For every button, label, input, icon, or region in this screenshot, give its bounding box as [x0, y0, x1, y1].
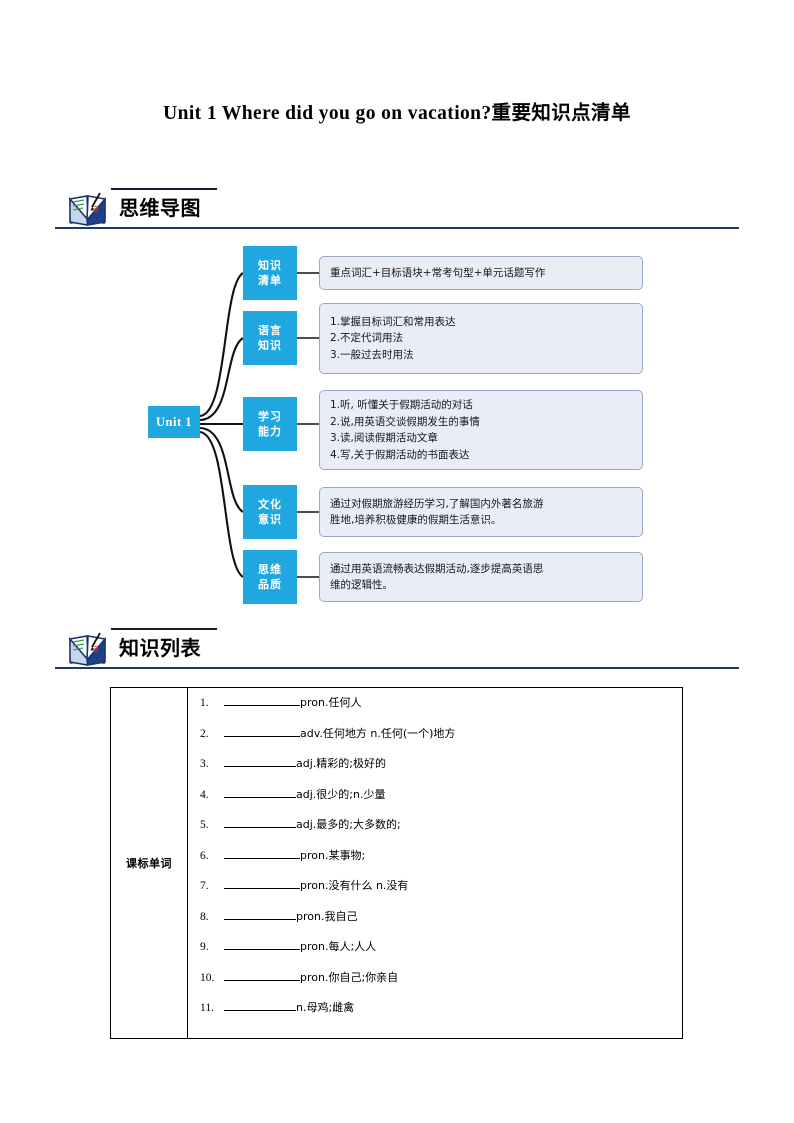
word-item-number: 5. [200, 819, 209, 831]
word-item-number: 7. [200, 880, 209, 892]
word-list-item: 5. adj.最多的;大多数的; [188, 816, 682, 847]
word-answer-blank[interactable] [224, 816, 296, 828]
word-item-number: 4. [200, 788, 209, 801]
table-row: 课标单词 1. pron.任何人 2. adv.任何地方 n.任何(一个)地方 3. ad… [110, 687, 683, 1039]
section-title-mindmap: 思维导图 [119, 196, 201, 220]
word-list-item: 7. pron.没有什么 n.没有 [188, 877, 682, 908]
section-header-mindmap: a 思维导图 [55, 182, 739, 234]
word-definition: pron.某事物; [300, 848, 366, 862]
detail-3-line-3: 3.读,阅读假期活动文章 [330, 432, 438, 444]
mindmap-node-2-line-2: 知识 [258, 339, 282, 352]
detail-4-line-2: 胜地,培养积极健康的假期生活意识。 [330, 514, 502, 526]
word-definition: pron.任何人 [300, 696, 362, 709]
word-item-number: 10. [200, 971, 215, 984]
detail-5-line-1: 通过用英语流畅表达假期活动,逐步提高英语思 [330, 562, 544, 575]
word-list-item: 6. pron.某事物; [188, 847, 682, 878]
word-list-item: 3. adj.精彩的;极好的 [188, 755, 682, 786]
section-bottom-rule-2 [55, 667, 739, 669]
word-list-item: 2. adv.任何地方 n.任何(一个)地方 [188, 725, 682, 756]
word-definition: adv.任何地方 n.任何(一个)地方 [300, 726, 456, 740]
word-list-item: 10. pron.你自己;你亲自 [188, 969, 682, 1000]
word-definition: adj.精彩的;极好的 [296, 757, 386, 770]
word-answer-blank[interactable] [224, 786, 296, 798]
detail-1-line-1: 重点词汇+目标语块+常考句型+单元话题写作 [330, 266, 546, 279]
word-answer-blank[interactable] [224, 725, 300, 737]
svg-text:a: a [92, 642, 99, 655]
open-book-pen-icon: a [67, 630, 113, 668]
word-answer-blank[interactable] [224, 969, 300, 981]
section-top-rule-2 [111, 628, 217, 630]
page-title: Unit 1 Where did you go on vacation?重要知识… [163, 103, 631, 124]
word-item-number: 9. [200, 941, 209, 953]
mindmap-root-label: Unit 1 [156, 414, 192, 429]
detail-3-line-4: 4.写,关于假期活动的书面表达 [330, 448, 470, 461]
word-definition: pron.我自己 [296, 909, 358, 923]
section-title-knowledge: 知识列表 [119, 636, 201, 660]
word-list-item: 4. adj.很少的;n.少量 [188, 786, 682, 817]
word-list-cell: 1. pron.任何人 2. adv.任何地方 n.任何(一个)地方 3. adj.精彩的… [187, 687, 683, 1039]
mindmap-node-4[interactable]: 文化 意识 [243, 485, 297, 539]
word-list-item: 9. pron.每人;人人 [188, 938, 682, 969]
word-definition: n.母鸡;雌禽 [296, 1001, 355, 1014]
word-definition: adj.很少的;n.少量 [296, 787, 386, 801]
mindmap-node-2-line-1: 语言 [258, 324, 282, 337]
mindmap-node-1-line-2: 清单 [258, 274, 282, 287]
mindmap-node-3[interactable]: 学习 能力 [243, 397, 297, 451]
detail-5-line-2: 维的逻辑性。 [330, 579, 393, 591]
mindmap-detail-box-2: 1.掌握目标词汇和常用表达 2.不定代词用法 3.一般过去时用法 [319, 303, 643, 374]
detail-2-line-2: 2.不定代词用法 [330, 332, 404, 345]
word-list-item: 8. pron.我自己 [188, 908, 682, 939]
mindmap-node-1-line-1: 知识 [258, 259, 282, 272]
word-item-number: 6. [200, 849, 209, 862]
word-answer-blank[interactable] [224, 694, 300, 706]
mindmap-detail-box-1: 重点词汇+目标语块+常考句型+单元话题写作 [319, 256, 643, 290]
svg-text:a: a [92, 202, 99, 215]
section-bottom-rule [55, 227, 739, 229]
mindmap-node-5-line-2: 品质 [258, 578, 282, 591]
word-category-label: 课标单词 [110, 687, 188, 1039]
word-definition: pron.没有什么 n.没有 [300, 879, 409, 892]
section-header-knowledge: a 知识列表 [55, 622, 739, 674]
mindmap-node-5[interactable]: 思维 品质 [243, 550, 297, 604]
mindmap-node-5-line-1: 思维 [258, 563, 282, 576]
mindmap-detail-box-4: 通过对假期旅游经历学习,了解国内外著名旅游 胜地,培养积极健康的假期生活意识。 [319, 487, 643, 537]
mindmap-node-1[interactable]: 知识 清单 [243, 246, 297, 300]
word-answer-blank[interactable] [224, 908, 296, 920]
open-book-pen-icon: a [67, 190, 113, 228]
word-answer-blank[interactable] [224, 755, 296, 767]
word-answer-blank[interactable] [224, 999, 296, 1011]
detail-4-line-1: 通过对假期旅游经历学习,了解国内外著名旅游 [330, 497, 544, 510]
word-item-number: 3. [200, 758, 209, 770]
section-top-rule [111, 188, 217, 190]
word-answer-blank[interactable] [224, 847, 300, 859]
detail-3-line-2: 2.说,用英语交谈假期发生的事情 [330, 415, 480, 428]
detail-2-line-3: 3.一般过去时用法 [330, 348, 414, 361]
mindmap-node-4-line-1: 文化 [258, 498, 282, 511]
word-definition: pron.每人;人人 [300, 940, 377, 953]
mindmap-root-node[interactable]: Unit 1 [148, 406, 200, 438]
word-item-number: 11. [200, 1002, 214, 1014]
mindmap-detail-box-3: 1.听, 听懂关于假期活动的对话 2.说,用英语交谈假期发生的事情 3.读,阅读… [319, 390, 643, 470]
mindmap-node-3-line-2: 能力 [258, 425, 282, 438]
detail-3-line-1: 1.听, 听懂关于假期活动的对话 [330, 399, 473, 411]
mindmap-node-3-line-1: 学习 [258, 410, 282, 423]
detail-2-line-1: 1.掌握目标词汇和常用表达 [330, 315, 456, 328]
mindmap-node-4-line-2: 意识 [258, 513, 282, 526]
word-item-number: 8. [200, 910, 209, 923]
word-list-item: 1. pron.任何人 [188, 694, 682, 725]
mindmap-detail-box-5: 通过用英语流畅表达假期活动,逐步提高英语思 维的逻辑性。 [319, 552, 643, 602]
word-item-number: 2. [200, 727, 209, 740]
word-answer-blank[interactable] [224, 877, 300, 889]
word-definition: pron.你自己;你亲自 [300, 970, 399, 984]
word-list-item: 11. n.母鸡;雌禽 [188, 999, 682, 1030]
word-definition: adj.最多的;大多数的; [296, 818, 401, 831]
knowledge-word-table: 课标单词 1. pron.任何人 2. adv.任何地方 n.任何(一个)地方 3. ad… [110, 687, 683, 1039]
word-item-number: 1. [200, 697, 209, 709]
word-answer-blank[interactable] [224, 938, 300, 950]
mindmap-node-2[interactable]: 语言 知识 [243, 311, 297, 365]
